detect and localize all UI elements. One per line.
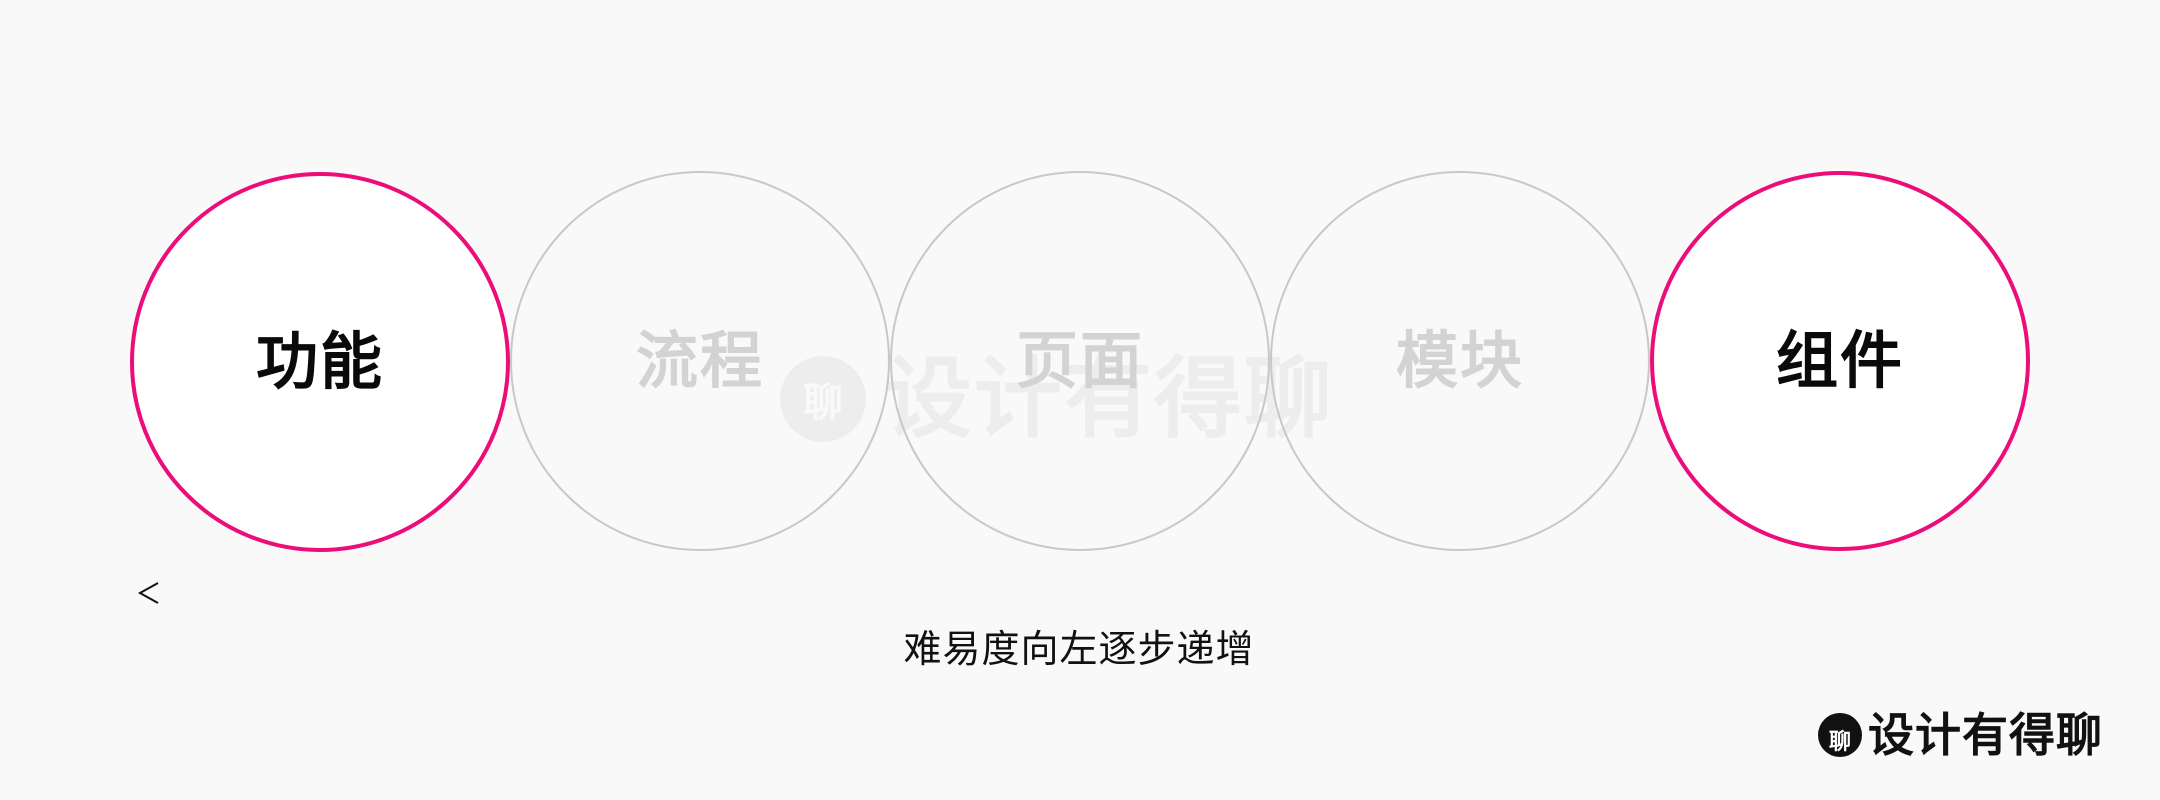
circle-label: 流程 [635, 324, 764, 397]
circle-module: 模块 [1270, 171, 1650, 551]
difficulty-caption: 难易度向左逐步递增 [0, 618, 2160, 673]
circle-feature: 功能 [130, 172, 510, 552]
circle-label: 组件 [1775, 324, 1904, 397]
circle-component: 组件 [1650, 171, 2030, 551]
circle-label: 页面 [1015, 324, 1144, 397]
brand-logo: 聊 设计有得聊 [1818, 712, 2103, 758]
circle-label: 模块 [1395, 324, 1524, 397]
caption-text: 难易度向左逐步递增 [903, 627, 1255, 671]
circle-flow: 流程 [510, 171, 890, 551]
circle-page: 页面 [890, 171, 1270, 551]
brand-name: 设计有得聊 [1868, 708, 2103, 762]
brand-badge-icon: 聊 [1818, 713, 1862, 757]
circle-label: 功能 [255, 325, 384, 398]
arrow-left-icon [137, 582, 2010, 604]
